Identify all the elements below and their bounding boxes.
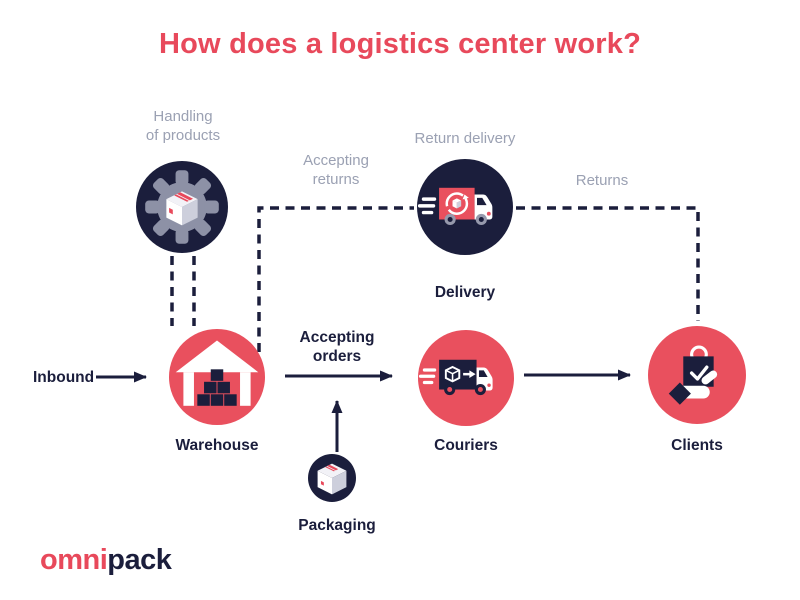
packaging-node [308, 454, 356, 502]
courier-truck-icon [418, 359, 493, 396]
couriers-label: Couriers [434, 437, 498, 454]
logo-prefix: omni [40, 544, 108, 576]
packaging-label: Packaging [298, 517, 376, 534]
warehouse-node [169, 329, 265, 425]
accepting-returns-label: Accepting returns [303, 152, 369, 188]
package-box-icon [317, 463, 347, 495]
returns-label: Returns [575, 172, 629, 189]
handling-label: Handling of products [145, 108, 221, 144]
couriers-node [418, 330, 514, 426]
return-delivery-truck-icon [417, 187, 493, 226]
return-delivery-label: Return delivery [414, 130, 516, 147]
handling-node [136, 161, 228, 253]
hand-holding-bag-icon [668, 345, 718, 405]
logo-suffix: pack [107, 544, 172, 576]
delivery-node [417, 159, 513, 255]
inbound-label: Inbound [33, 369, 95, 386]
omnipack-logo: omnipack [40, 544, 172, 577]
page-title: How does a logistics center work? [159, 28, 641, 60]
gear-with-package-icon [145, 170, 219, 244]
warehouse-boxes-icon [175, 340, 259, 406]
warehouse-label: Warehouse [175, 437, 259, 454]
delivery-label: Delivery [434, 284, 496, 301]
accepting-returns-dashed-path [257, 206, 414, 352]
accepting-orders-label: Accepting orders [299, 329, 375, 366]
clients-label: Clients [671, 437, 723, 454]
clients-node [648, 326, 746, 424]
returns-dashed-path [516, 206, 700, 321]
